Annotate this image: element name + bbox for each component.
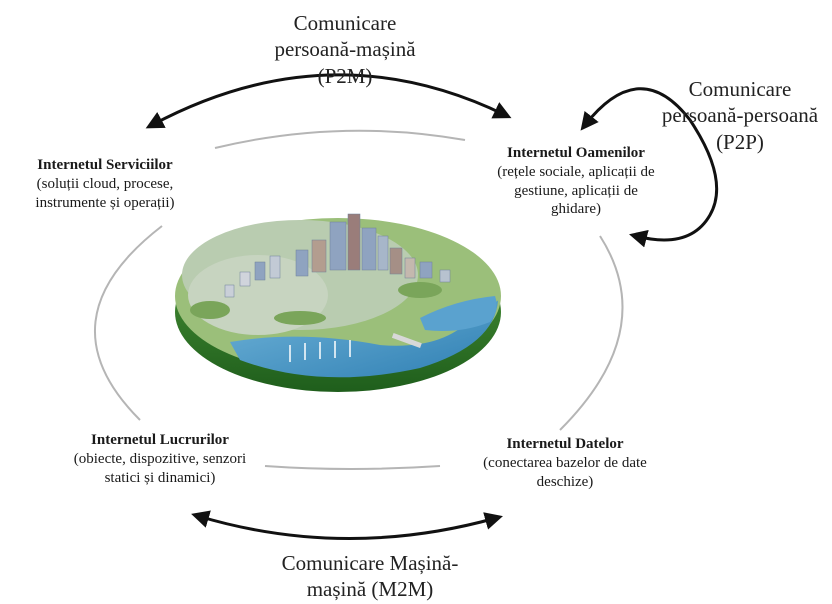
- node-things-title: Internetul Lucrurilor: [91, 432, 229, 448]
- node-services-title: Internetul Serviciilor: [37, 157, 173, 173]
- node-data-desc-2: deschize): [536, 473, 594, 490]
- node-people-desc-3: ghidare): [551, 201, 601, 218]
- p2m-line1: Comunicare: [293, 11, 397, 35]
- p2p-arrow: [580, 87, 719, 248]
- node-internet-of-services: Internetul Serviciilor (soluții cloud, p…: [0, 156, 210, 212]
- node-services-desc-1: (soluții cloud, procese,: [36, 175, 174, 192]
- node-people-desc-2: gestiune, aplicații de: [514, 182, 638, 199]
- p2m-arrow: [145, 73, 512, 129]
- node-things-desc-2: statici și dinamici): [104, 469, 216, 486]
- ecosystem-ring: [94, 129, 624, 470]
- p2p-label: Comunicare persoană-persoană (P2P): [655, 76, 825, 155]
- p2p-line3: (P2P): [716, 129, 764, 154]
- node-data-desc-1: (conectarea bazelor de date: [483, 454, 647, 471]
- p2m-line3: (P2M): [317, 63, 373, 88]
- m2m-line1: Comunicare Mașină-: [281, 551, 459, 575]
- node-services-desc-2: instrumente și operații): [35, 194, 175, 211]
- m2m-label: Comunicare Mașină- mașină (M2M): [245, 550, 495, 603]
- smart-city-illustration: [175, 213, 501, 392]
- node-internet-of-things: Internetul Lucrurilor (obiecte, dispozit…: [40, 431, 280, 487]
- node-people-title: Internetul Oamenilor: [507, 145, 645, 161]
- node-internet-of-people: Internetul Oamenilor (rețele sociale, ap…: [466, 144, 686, 219]
- p2m-label: Comunicare persoană-mașină (P2M): [240, 10, 450, 89]
- m2m-arrow: [191, 510, 503, 540]
- m2m-line2: mașină (M2M): [306, 577, 434, 602]
- p2m-line2: persoană-mașină: [274, 37, 416, 62]
- p2p-line2: persoană-persoană: [661, 103, 819, 128]
- node-people-desc-1: (rețele sociale, aplicații de: [497, 163, 655, 180]
- p2p-line1: Comunicare: [688, 77, 792, 101]
- node-things-desc-1: (obiecte, dispozitive, senzori: [73, 450, 247, 467]
- node-internet-of-data: Internetul Datelor (conectarea bazelor d…: [440, 435, 690, 491]
- node-data-title: Internetul Datelor: [506, 436, 624, 452]
